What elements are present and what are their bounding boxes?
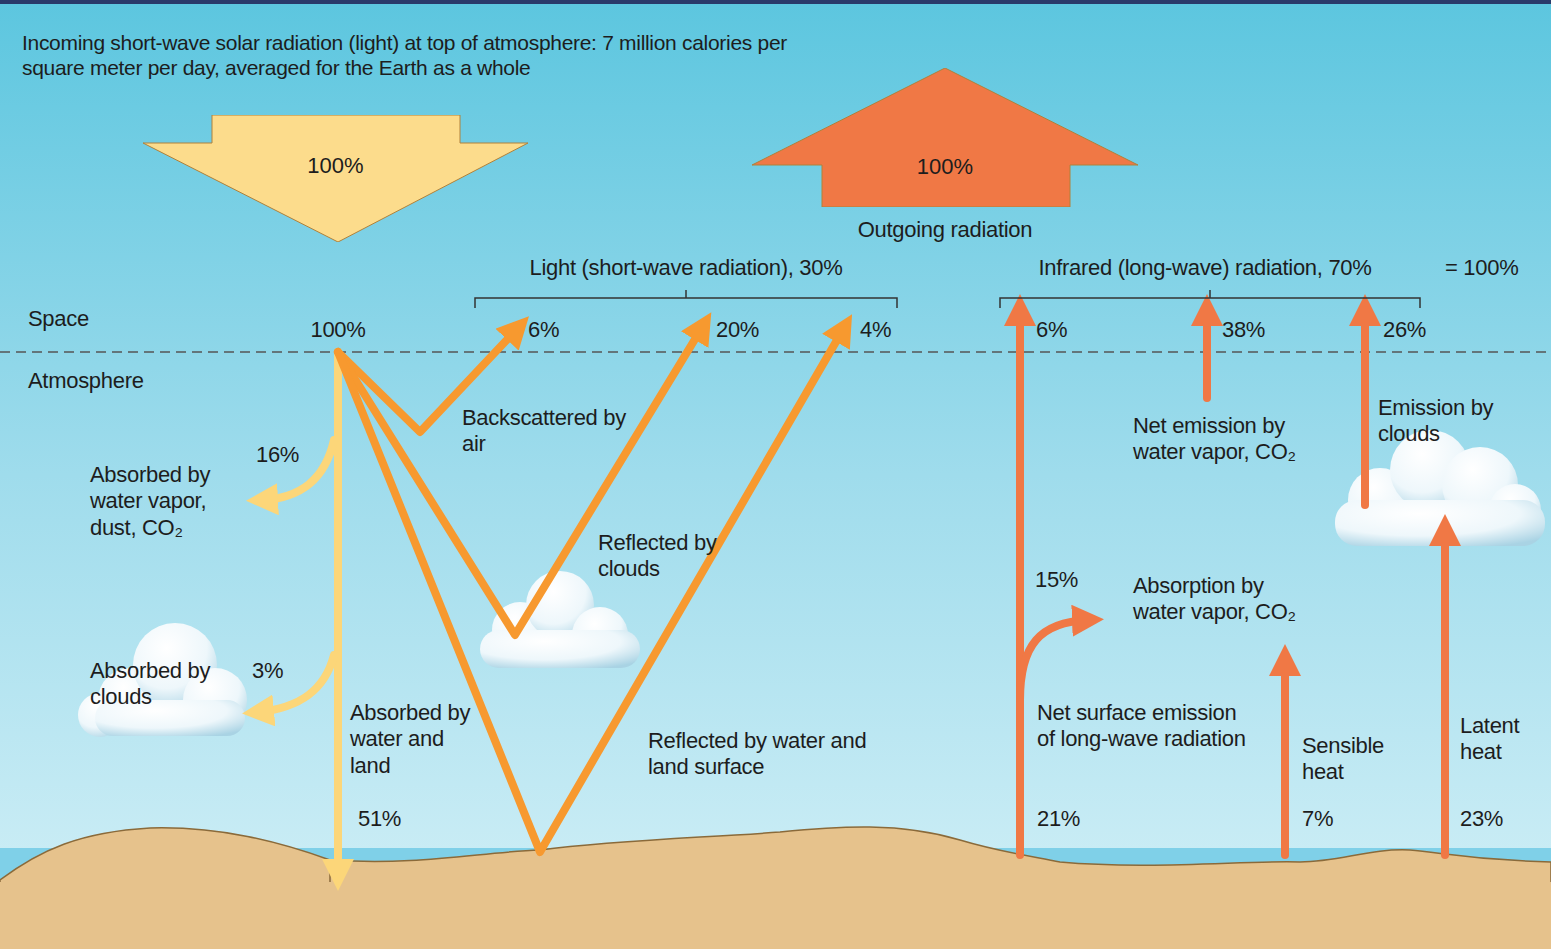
percent-label: 100%	[298, 317, 378, 343]
flow-label: Backscattered by air	[462, 405, 632, 458]
percent-label: 38%	[1222, 317, 1282, 343]
flow-label: Reflected by clouds	[598, 530, 743, 583]
percent-label: 26%	[1383, 317, 1443, 343]
percent-label: 20%	[716, 317, 776, 343]
percent-label: Infrared (long-wave) radiation, 70%	[1005, 255, 1405, 281]
percent-label: 15%	[1035, 567, 1095, 593]
flow-label: Absorbed by clouds	[90, 658, 240, 711]
flow-label: Latent heat	[1460, 713, 1545, 766]
percent-label: 6%	[1036, 317, 1086, 343]
flow-label: Reflected by water and land surface	[648, 728, 868, 781]
percent-label: 7%	[1302, 806, 1352, 832]
percent-label: 4%	[860, 317, 910, 343]
percent-label: 6%	[528, 317, 578, 343]
flow-label: Emission by clouds	[1378, 395, 1528, 448]
percent-label: 100%	[143, 153, 528, 179]
flow-label: Absorption by water vapor, CO₂	[1133, 573, 1298, 626]
flow-label: Atmosphere	[28, 368, 188, 394]
percent-label: 100%	[752, 154, 1138, 180]
percent-label: 23%	[1460, 806, 1520, 832]
flow-label: Space	[28, 306, 148, 332]
flow-label: Net surface emission of long-wave radiat…	[1037, 700, 1252, 753]
percent-label: Light (short-wave radiation), 30%	[486, 255, 886, 281]
incoming-arrow: 100%	[143, 115, 528, 242]
percent-label: = 100%	[1445, 255, 1545, 281]
flow-label: Absorbed by water vapor, dust, CO₂	[90, 462, 255, 541]
percent-label: 51%	[358, 806, 418, 832]
arrow-shape	[752, 68, 1138, 207]
flow-label: Net emission by water vapor, CO₂	[1133, 413, 1323, 466]
diagram-title: Incoming short-wave solar radiation (lig…	[22, 30, 822, 80]
percent-label: 16%	[256, 442, 306, 468]
outgoing-arrow: 100%	[752, 68, 1138, 207]
arrow-shape	[143, 115, 528, 242]
flow-label: Sensible heat	[1302, 733, 1412, 786]
flow-label: Outgoing radiation	[820, 217, 1070, 243]
percent-label: 21%	[1037, 806, 1097, 832]
flow-label: Absorbed by water and land	[350, 700, 475, 779]
percent-label: 3%	[252, 658, 292, 684]
